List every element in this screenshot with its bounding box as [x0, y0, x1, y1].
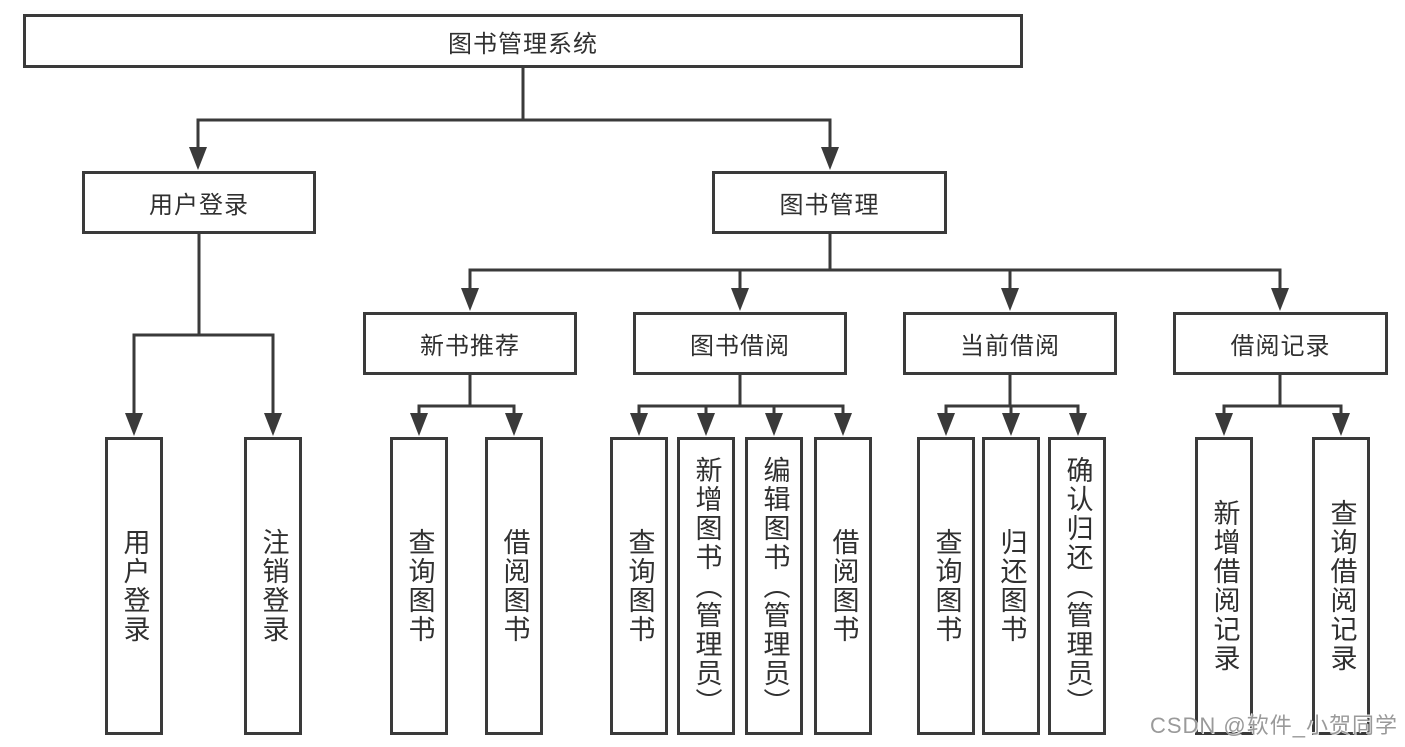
leaf-return-book: 归还图书 [982, 437, 1040, 735]
leaf-add-borrow-record: 新增借阅记录 [1195, 437, 1253, 735]
leaf-query-book-borrow: 查询图书 [610, 437, 668, 735]
leaf-query-borrow-record: 查询借阅记录 [1312, 437, 1370, 735]
node-root-system: 图书管理系统 [23, 14, 1023, 68]
node-new-book-recommend: 新书推荐 [363, 312, 577, 375]
leaf-logout: 注销登录 [244, 437, 302, 735]
leaf-add-book-admin: 新增图书（管理员） [677, 437, 735, 735]
leaf-edit-book-admin: 编辑图书（管理员） [745, 437, 803, 735]
leaf-query-book-current: 查询图书 [917, 437, 975, 735]
leaf-borrow-book-recommend: 借阅图书 [485, 437, 543, 735]
leaf-confirm-return-admin: 确认归还（管理员） [1048, 437, 1106, 735]
node-book-management: 图书管理 [712, 171, 947, 234]
node-current-borrow: 当前借阅 [903, 312, 1117, 375]
node-book-borrow: 图书借阅 [633, 312, 847, 375]
node-user-login: 用户登录 [82, 171, 316, 234]
leaf-borrow-book: 借阅图书 [814, 437, 872, 735]
leaf-query-book-recommend: 查询图书 [390, 437, 448, 735]
leaf-user-login: 用户登录 [105, 437, 163, 735]
node-borrow-records: 借阅记录 [1173, 312, 1388, 375]
csdn-watermark: CSDN @软件_小贺同学 [1149, 713, 1398, 738]
